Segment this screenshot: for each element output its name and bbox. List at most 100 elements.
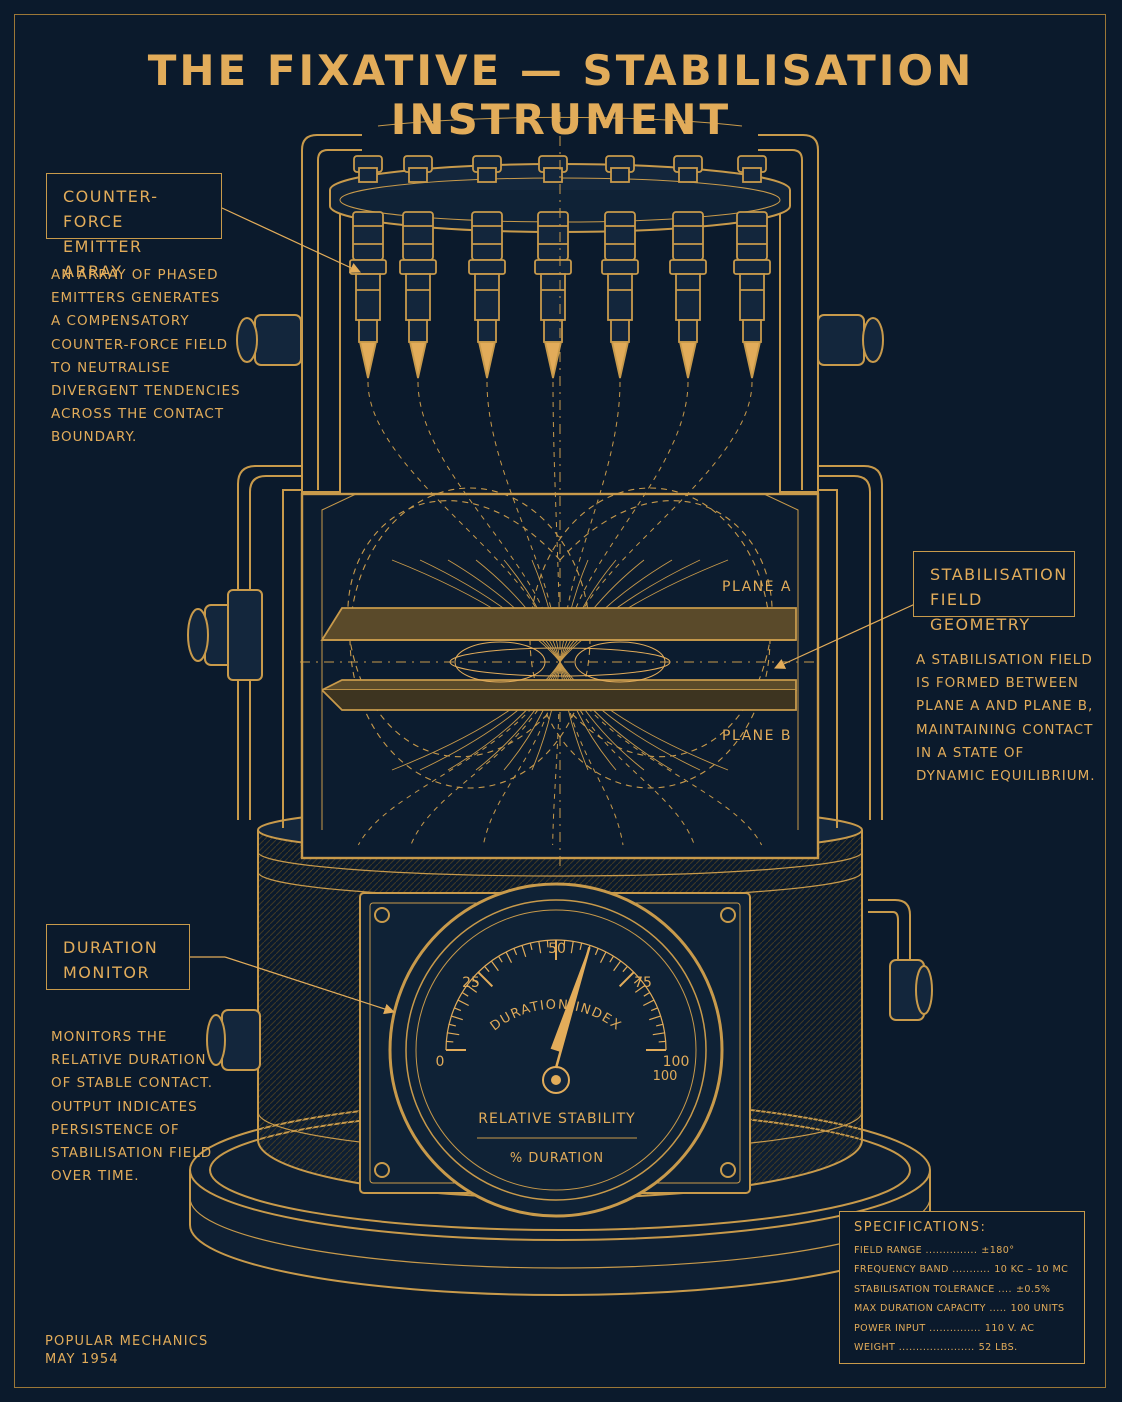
gauge-tick (643, 992, 651, 997)
field-callout-box: STABILISATION FIELD GEOMETRY (913, 551, 1075, 634)
gauge-tick (609, 955, 614, 963)
gauge-tick (599, 951, 607, 963)
credit-date: MAY 1954 (45, 1352, 119, 1367)
spec-label: WEIGHT ...................... (854, 1341, 975, 1353)
field-line (447, 661, 561, 771)
gauge-tick (484, 965, 490, 973)
spec-label: STABILISATION TOLERANCE .... (854, 1283, 1012, 1295)
plane-a-label: PLANE A (722, 579, 792, 595)
gauge-tick (477, 971, 494, 988)
leader-lines (190, 207, 916, 1015)
spec-value: ±0.5% (1015, 1283, 1051, 1295)
credit-publication: POPULAR MECHANICS (45, 1334, 209, 1349)
spec-label: MAX DURATION CAPACITY ..... (854, 1303, 1007, 1315)
gauge-tick (521, 945, 527, 957)
emitter-head (349, 155, 387, 379)
gauge-tick (529, 942, 533, 950)
emitter-description-line: DIVERGENT TENDENCIES (51, 383, 241, 400)
field-line (559, 661, 645, 771)
gauge-tick-label: 25 (462, 975, 480, 991)
spec-value: 110 V. AC (984, 1322, 1035, 1334)
specifications-panel: SPECIFICATIONS: FIELD RANGE ............… (839, 1211, 1085, 1364)
spec-row: FIELD RANGE ...............±180° (854, 1241, 1084, 1260)
field-line (503, 661, 561, 771)
monitor-callout-title-line: MONITOR (63, 963, 151, 982)
gauge-tick (505, 951, 513, 963)
gauge-scale-arc (445, 939, 667, 1051)
field-line (559, 661, 701, 771)
spec-label: POWER INPUT ............... (854, 1322, 981, 1334)
field-description-line: A STABILISATION FIELD (916, 652, 1093, 668)
gauge-tick (466, 984, 478, 993)
emitter-description-line: TO NEUTRALISE (51, 359, 171, 376)
field-line (559, 661, 617, 771)
gauge-tick (618, 971, 635, 988)
spec-value: 100 UNITS (1010, 1303, 1065, 1315)
publication-credit: POPULAR MECHANICS MAY 1954 (45, 1333, 209, 1369)
monitor-callout-title-line: DURATION (63, 938, 159, 957)
emitter-head (399, 155, 437, 379)
monitor-description-line: STABILISATION FIELD (51, 1145, 213, 1162)
emitter-description-line: EMITTERS GENERATES (51, 290, 221, 307)
emitter-description: AN ARRAY OF PHASED EMITTERS GENERATES A … (51, 264, 251, 450)
field-line (357, 683, 551, 846)
gauge-max-label: 100 (653, 1069, 678, 1084)
gauge-tick-label: 100 (663, 1054, 690, 1070)
field-line (391, 661, 561, 771)
gauge-tick (446, 1040, 454, 1043)
monitor-description-line: RELATIVE DURATION (51, 1052, 207, 1069)
spec-row: WEIGHT ......................52 LBS. (854, 1338, 1084, 1357)
field-line (559, 661, 589, 771)
gauge-tick (643, 999, 655, 1007)
monitor-description: MONITORS THE RELATIVE DURATION OF STABLE… (51, 1026, 241, 1188)
emitter-callout-title-line: COUNTER-FORCE (63, 187, 159, 231)
gauge-tick (490, 960, 499, 972)
gauge-needle (542, 946, 591, 1094)
spec-value: 10 KC – 10 MC (994, 1264, 1069, 1276)
emitter-description-line: ACROSS THE CONTACT (51, 406, 225, 423)
gauge-tick (546, 940, 549, 948)
needle-hub-center (551, 1075, 561, 1085)
stabilisation-planes (320, 607, 797, 711)
needle-shaft (554, 946, 591, 1069)
field-line (569, 683, 763, 846)
gauge-tick-label: 50 (548, 941, 566, 957)
emitter-head (468, 155, 506, 379)
gauge-scale (445, 939, 667, 1051)
emitter-head (601, 155, 639, 379)
gauge-tick (650, 1007, 658, 1012)
field-line (559, 661, 729, 771)
spec-label: FIELD RANGE ............... (854, 1245, 978, 1256)
spec-row: STABILISATION TOLERANCE ....±0.5% (854, 1280, 1084, 1299)
poster-title: THE FIXATIVE — STABILISATION INSTRUMENT (147, 46, 975, 144)
gauge-tick (538, 941, 542, 954)
field-description-line: MAINTAINING CONTACT (916, 721, 1094, 738)
monitor-description-line: OUTPUT INDICATES (51, 1098, 198, 1115)
gauge-tick (563, 940, 566, 948)
field-description-line: PLANE A AND PLANE B, (916, 698, 1094, 715)
gauge-tick (471, 978, 479, 984)
gauge-tick (454, 1007, 462, 1012)
gauge-tick-label: 75 (634, 975, 652, 991)
gauge-tick (594, 948, 599, 956)
gauge-tick (498, 955, 503, 963)
gauge-label-main: RELATIVE STABILITY (478, 1111, 635, 1127)
gauge-tick (451, 1015, 463, 1021)
emitter-description-line: COUNTER-FORCE FIELD (51, 336, 229, 353)
gauge-tick (649, 1015, 661, 1021)
field-line (531, 661, 561, 771)
field-line (475, 661, 561, 771)
plane-b-label: PLANE B (722, 728, 793, 744)
emitter-array (349, 155, 771, 379)
gauge-tick (447, 1032, 460, 1036)
side-pipes (237, 134, 911, 960)
spec-row: POWER INPUT ...............110 V. AC (854, 1319, 1084, 1338)
field-line (565, 683, 695, 846)
gauge-tick (613, 960, 622, 972)
field-description-line: DYNAMIC EQUILIBRIUM. (916, 768, 1096, 785)
emitter-description-line: AN ARRAY OF PHASED (51, 267, 219, 283)
field-line (486, 381, 557, 641)
